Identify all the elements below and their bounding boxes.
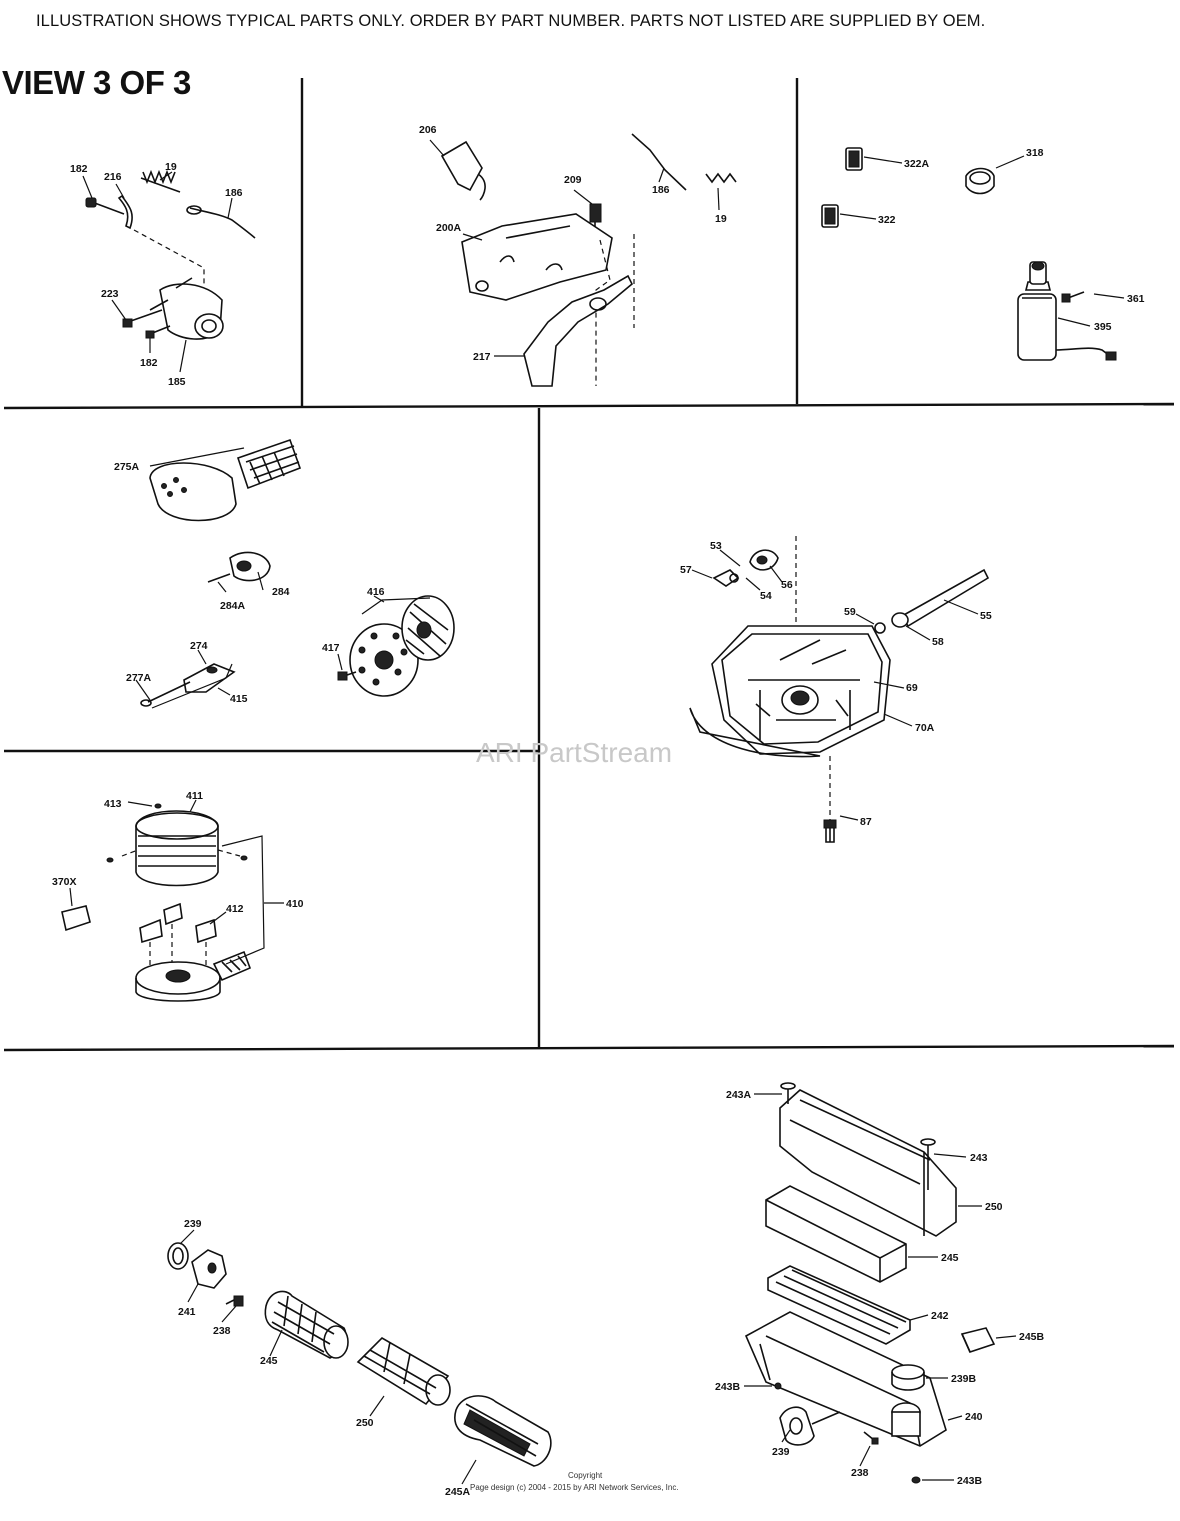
air-cleaner-box-panel-labels: 243A 243 250 245 242 245B 239B 243B 240 … <box>715 1089 1045 1487</box>
callout: 395 <box>1094 321 1112 333</box>
starter-panel-leaders <box>839 155 1125 327</box>
air-filter-panel-leaders <box>135 571 385 701</box>
callout: 416 <box>367 586 385 598</box>
flywheel-panel-leaders <box>69 799 284 925</box>
copyright-text: Copyright <box>568 1471 603 1480</box>
callout: 206 <box>419 124 437 136</box>
callout: 19 <box>715 213 727 225</box>
bracket-panel-art <box>440 133 737 387</box>
callout: 59 <box>844 606 856 618</box>
callout: 182 <box>140 357 158 369</box>
callout: 275A <box>114 461 140 473</box>
callout: 322A <box>904 158 930 170</box>
air-cleaner-box-panel-art <box>744 1082 996 1484</box>
callout: 53 <box>710 540 722 552</box>
callout: 69 <box>906 682 918 694</box>
callout: 250 <box>356 1417 374 1429</box>
callout: 412 <box>226 903 244 915</box>
callout: 411 <box>186 790 203 802</box>
callout: 284 <box>272 586 290 598</box>
air-cleaner-panel-art <box>167 1242 552 1467</box>
callout: 217 <box>473 351 491 363</box>
air-cleaner-panel-leaders <box>179 1229 477 1485</box>
callout: 209 <box>564 174 582 186</box>
callout: 410 <box>286 898 304 910</box>
callout: 245 <box>260 1355 278 1367</box>
callout: 87 <box>860 816 872 828</box>
bracket-panel-labels: 206 209 186 19 200A 217 <box>419 124 727 363</box>
callout: 239 <box>772 1446 790 1458</box>
callout: 55 <box>980 610 992 622</box>
callout: 415 <box>230 693 248 705</box>
crankcase-panel-labels: 53 57 56 54 55 59 58 69 70A 87 <box>680 540 992 828</box>
air-filter-panel-art <box>140 438 455 709</box>
callout: 245B <box>1019 1331 1045 1343</box>
callout: 243A <box>726 1089 752 1101</box>
crankcase-panel-art <box>689 536 990 843</box>
air-cleaner-box-panel-leaders <box>744 1093 1017 1481</box>
callout: 245 <box>941 1252 959 1264</box>
callout: 277A <box>126 672 152 684</box>
page-design-credit: Page design (c) 2004 - 2015 by ARI Netwo… <box>470 1483 679 1492</box>
bracket-panel-leaders <box>429 139 720 357</box>
callout: 239B <box>951 1373 977 1385</box>
callout: 242 <box>931 1310 949 1322</box>
callout: 318 <box>1026 147 1044 159</box>
callout: 243 <box>970 1152 988 1164</box>
callout: 240 <box>965 1411 983 1423</box>
header-note: ILLUSTRATION SHOWS TYPICAL PARTS ONLY. O… <box>36 12 986 30</box>
callout: 56 <box>781 579 793 591</box>
callout: 238 <box>851 1467 869 1479</box>
callout: 370X <box>52 876 77 888</box>
callout: 182 <box>70 163 88 175</box>
governor-panel-leaders <box>82 171 233 373</box>
callout: 241 <box>178 1306 196 1318</box>
callout: 238 <box>213 1325 231 1337</box>
callout: 250 <box>985 1201 1003 1213</box>
panel-dividers <box>3 78 1175 1052</box>
callout: 186 <box>225 187 243 199</box>
callout: 361 <box>1127 293 1145 305</box>
callout: 245A <box>445 1486 471 1498</box>
callout: 58 <box>932 636 944 648</box>
crankcase-panel-leaders <box>691 549 979 821</box>
flywheel-panel-art <box>61 803 265 1002</box>
callout: 274 <box>190 640 208 652</box>
callout: 417 <box>322 642 340 654</box>
callout: 70A <box>915 722 935 734</box>
view-title: VIEW 3 OF 3 <box>2 64 191 101</box>
callout: 200A <box>436 222 462 234</box>
callout: 239 <box>184 1218 202 1230</box>
callout: 243B <box>957 1475 983 1487</box>
callout: 186 <box>652 184 670 196</box>
callout: 243B <box>715 1381 741 1393</box>
watermark: ARI PartStream <box>476 737 673 768</box>
callout: 284A <box>220 600 246 612</box>
callout: 54 <box>760 590 772 602</box>
callout: 216 <box>104 171 122 183</box>
governor-panel-art <box>85 169 256 340</box>
callout: 223 <box>101 288 119 300</box>
callout: 19 <box>165 161 177 173</box>
starter-panel-art <box>821 147 1117 361</box>
flywheel-panel-labels: 413 411 370X 410 412 <box>52 790 304 915</box>
governor-panel-labels: 182 216 19 186 223 182 185 <box>70 161 243 388</box>
callout: 57 <box>680 564 692 576</box>
callout: 322 <box>878 214 896 226</box>
callout: 185 <box>168 376 186 388</box>
starter-panel-labels: 322A 318 322 361 395 <box>878 147 1145 333</box>
air-cleaner-panel-labels: 239 241 238 245 250 245A <box>178 1218 471 1498</box>
callout: 413 <box>104 798 122 810</box>
air-filter-panel-labels: 275A 284 284A 416 417 274 277A 415 <box>114 461 385 705</box>
